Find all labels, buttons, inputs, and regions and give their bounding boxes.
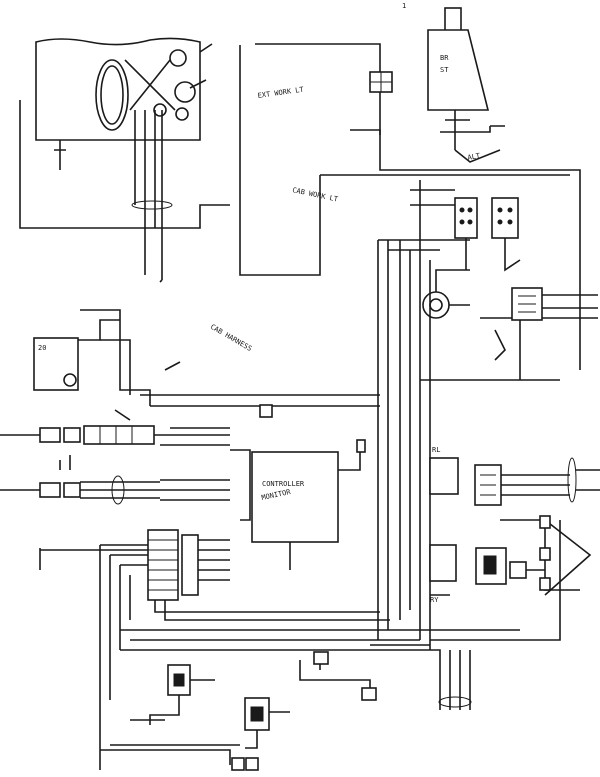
svg-text:RY: RY (430, 596, 439, 604)
svg-text:EXT WORK LT: EXT WORK LT (257, 85, 305, 99)
engine-outline (35, 37, 213, 170)
svg-text:RL: RL (432, 446, 440, 454)
vertical-bus (377, 239, 470, 650)
connector-row-lower (0, 455, 230, 505)
battery-relay: BR ST ALT (427, 7, 505, 163)
lower-bus (120, 629, 520, 710)
svg-text:ALT: ALT (467, 152, 482, 162)
connector-stack (39, 529, 390, 740)
connector-row-upper (0, 409, 251, 521)
junction-diamond (430, 515, 592, 641)
engine-harness (19, 100, 230, 283)
svg-text:CONTROLLER: CONTROLLER (262, 480, 305, 488)
svg-text:BR: BR (440, 54, 449, 62)
starter-switch (410, 189, 521, 272)
svg-text:CAB WORK LT: CAB WORK LT (292, 186, 340, 204)
svg-text:ST: ST (440, 66, 449, 74)
right-connector (480, 287, 598, 380)
sensor-b (244, 697, 290, 749)
page-marker: 1 (402, 2, 406, 10)
relay-block: RL (429, 446, 600, 506)
left-panel: 20 CAB HARNESS (33, 309, 380, 418)
svg-text:20: 20 (38, 344, 46, 352)
sensor-a (130, 664, 215, 725)
svg-text:CAB HARNESS: CAB HARNESS (209, 323, 253, 353)
ground-terminal (99, 740, 259, 771)
controller: CONTROLLER MONITOR (251, 439, 366, 570)
main-harness-frame (320, 169, 581, 381)
relay-block-lower: RY (429, 519, 580, 604)
